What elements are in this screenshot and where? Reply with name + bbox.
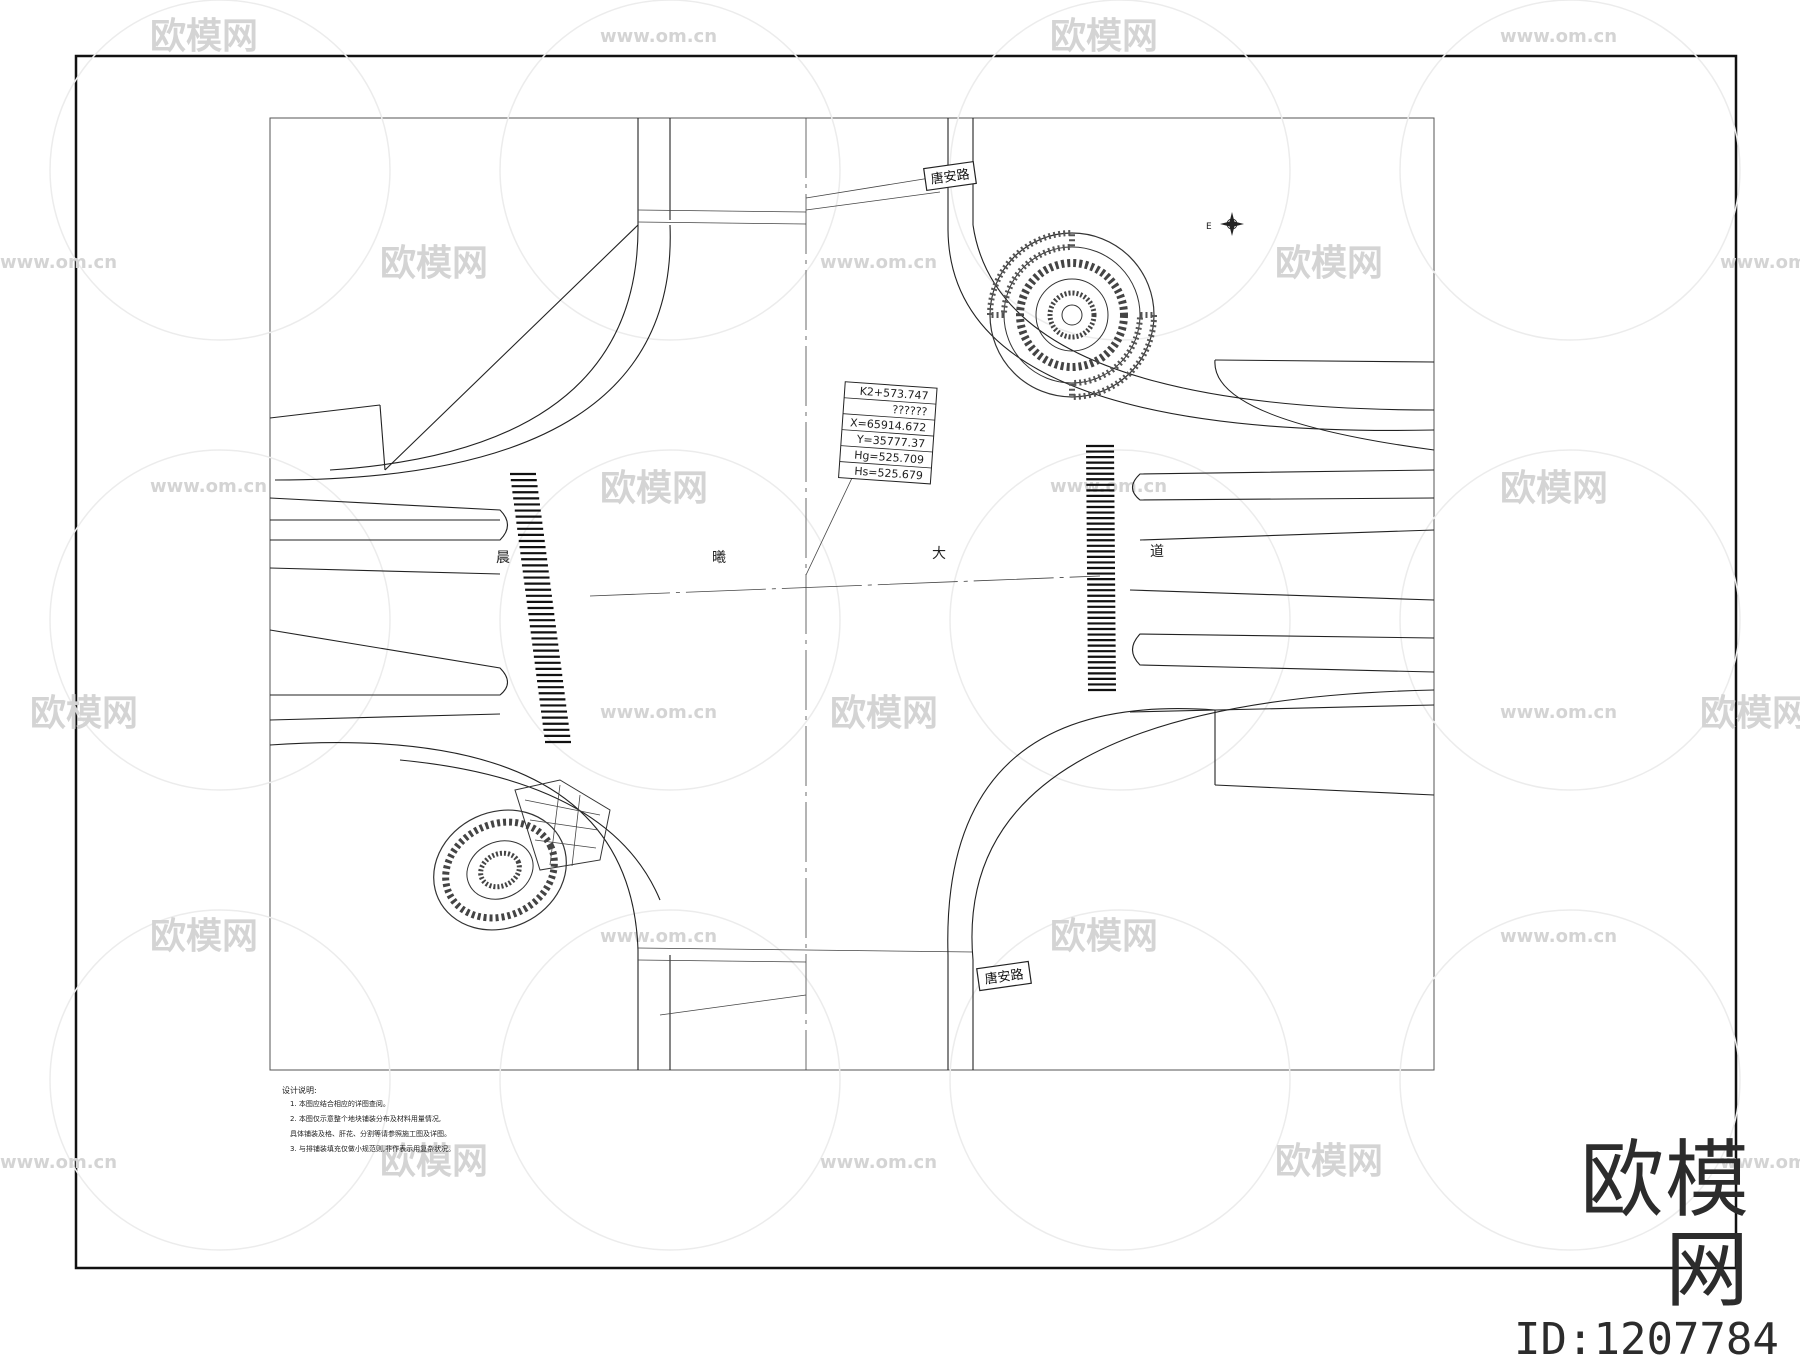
watermark-arc	[499, 0, 841, 341]
crosswalk-west	[510, 472, 571, 744]
watermark-brand: 欧模网	[1050, 16, 1158, 57]
watermark-arc	[49, 909, 391, 1251]
watermark-brand: 欧模网	[600, 468, 708, 509]
watermark-url: www.om.cn	[1720, 252, 1800, 273]
notes-title: 设计说明:	[282, 1085, 317, 1095]
svg-text:唐安路: 唐安路	[984, 966, 1025, 987]
road-char-2: 曦	[712, 550, 726, 566]
watermark-arc	[949, 909, 1291, 1251]
watermark-brand: 欧模网	[380, 243, 488, 284]
paving-grid-sw	[514, 779, 611, 871]
watermark-url: www.om.cn	[1500, 702, 1617, 723]
watermark-brand: 欧模网	[30, 693, 138, 734]
road-char-1: 晨	[496, 550, 510, 566]
watermark-arc	[1399, 449, 1741, 791]
brand-name: 欧模网	[1579, 1131, 1750, 1319]
watermark-url: www.om.cn	[820, 1152, 937, 1173]
watermark-brand: 欧模网	[830, 693, 938, 734]
plan-boundary	[269, 117, 1435, 1071]
watermark-brand: 欧模网	[1700, 693, 1800, 734]
station-line-0: K2+573.747	[859, 385, 929, 403]
brand-block: 欧模网 ID:1207784	[1514, 1131, 1779, 1365]
watermark-url: www.om.cn	[1500, 926, 1617, 947]
svg-text:唐安路: 唐安路	[930, 166, 971, 187]
watermark-url: www.om.cn	[600, 702, 717, 723]
watermark-arc	[49, 0, 391, 341]
watermark-url: www.om.cn	[1720, 1152, 1800, 1173]
watermark-arc	[49, 449, 391, 791]
watermark-url: www.om.cn	[0, 1152, 117, 1173]
watermark-arc	[1399, 0, 1741, 341]
paving-feature-sw	[433, 809, 567, 931]
road-char-3: 大	[932, 546, 946, 562]
watermark-brand: 欧模网	[1500, 468, 1608, 509]
notes-item-4: 3. 与排铺装填充仅做小规范则,非作表示用复杂状况。	[290, 1144, 455, 1153]
outer-frame	[74, 54, 1738, 1270]
station-line-3: Y=35777.37	[855, 433, 925, 451]
watermark-arc	[499, 449, 841, 791]
north-arrow	[1220, 212, 1244, 236]
design-notes: 设计说明: 1. 本图应结合相应的详图查阅。 2. 本图仅示意整个地块铺装分布及…	[282, 1085, 455, 1153]
notes-item-2: 2. 本图仅示意整个地块铺装分布及材料用量情况,	[290, 1114, 441, 1123]
watermark-brand: 欧模网	[1275, 1141, 1383, 1182]
notes-item-3: 具体铺装及格、肝花、分割等请参照施工图及详图。	[290, 1129, 451, 1138]
watermark-brand: 欧模网	[1275, 243, 1383, 284]
road-sign-bottom: 唐安路	[976, 960, 1032, 992]
road-char-4: 道	[1150, 544, 1164, 560]
crosswalk-east	[1086, 444, 1116, 692]
watermark-url: www.om.cn	[150, 476, 267, 497]
north-label: E	[1206, 222, 1212, 232]
station-line-1: ??????	[892, 403, 928, 418]
notes-item-1: 1. 本图应结合相应的详图查阅。	[290, 1099, 390, 1108]
watermark-brand: 欧模网	[150, 16, 258, 57]
watermark-brand: 欧模网	[380, 1141, 488, 1182]
watermark-arc	[949, 449, 1291, 791]
watermark-url: www.om.cn	[0, 252, 117, 273]
station-line-4: Hg=525.709	[854, 449, 925, 467]
road-sign-top: 唐安路	[923, 160, 977, 192]
station-line-5: Hs=525.679	[854, 465, 923, 483]
watermark-arc	[1399, 909, 1741, 1251]
watermark-brand: 欧模网	[150, 916, 258, 957]
watermark-url: www.om.cn	[600, 926, 717, 947]
paving-feature-ne	[986, 229, 1158, 401]
cad-drawing-sheet: 欧模网欧模网欧模网欧模网欧模网欧模网欧模网欧模网欧模网欧模网欧模网欧模网欧模网w…	[0, 0, 1800, 1270]
watermark-url: www.om.cn	[1500, 26, 1617, 47]
watermark-url: www.om.cn	[600, 26, 717, 47]
watermark-url: www.om.cn	[820, 252, 937, 273]
watermark-arc	[499, 909, 841, 1251]
watermark-brand: 欧模网	[1050, 916, 1158, 957]
station-line-2: X=65914.672	[850, 416, 927, 434]
station-box: K2+573.747??????X=65914.672Y=35777.37Hg=…	[838, 381, 938, 485]
watermark-url: www.om.cn	[1050, 476, 1167, 497]
watermark-layer: 欧模网欧模网欧模网欧模网欧模网欧模网欧模网欧模网欧模网欧模网欧模网欧模网欧模网w…	[0, 0, 1800, 1251]
